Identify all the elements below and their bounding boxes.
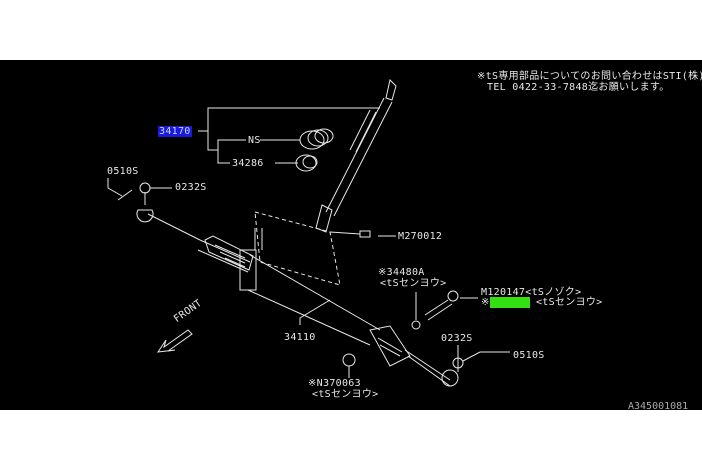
bolt-m270012 (329, 230, 396, 238)
part-34170[interactable]: 34170 (158, 126, 192, 137)
left-cotter-leader (107, 178, 123, 197)
left-tie-rod-end (136, 192, 201, 241)
part-34286[interactable]: 34286 (232, 158, 264, 169)
part-34182[interactable]: 34182D (489, 297, 530, 308)
part-m270012[interactable]: M270012 (398, 231, 443, 242)
part-0232s-left[interactable]: 0232S (175, 182, 207, 193)
diagram-id: A345001081 (628, 401, 689, 412)
part-0510s-right[interactable]: 0510S (513, 350, 545, 361)
right-tie-rod-end (441, 355, 464, 387)
part-34182-prefix: ※ (481, 297, 490, 308)
boot-part (295, 128, 334, 172)
left-nut (117, 182, 172, 201)
part-0232s-right[interactable]: 0232S (441, 333, 473, 344)
nut-n370063 (342, 353, 356, 378)
part-34480a-note: <tSセンヨウ> (380, 278, 447, 289)
leader-34110 (299, 299, 331, 325)
parts-diagram (0, 60, 702, 410)
part-ns: NS (248, 135, 261, 146)
part-n370063[interactable]: ※N370063 (308, 378, 361, 389)
part-n370063-note: <tSセンヨウ> (312, 389, 379, 400)
note-line-2: TEL 0422-33-7848迄お願いします。 (487, 82, 670, 93)
leader-lines-top (198, 107, 380, 164)
rack-housing (197, 228, 451, 387)
part-34182-row: ※34182D <tSセンヨウ> (481, 297, 602, 308)
bolt-m120147 (424, 290, 478, 321)
part-34182-note: <tSセンヨウ> (535, 297, 603, 308)
right-leaders (457, 345, 510, 362)
washer-34480a (411, 292, 421, 330)
part-34110[interactable]: 34110 (284, 332, 316, 343)
intermediate-shaft (315, 79, 397, 233)
note-line-1: ※tS専用部品についてのお問い合わせはSTI(株) (477, 71, 702, 82)
part-m120147[interactable]: M120147<tSノゾク> (481, 287, 582, 298)
part-0510s-left[interactable]: 0510S (107, 166, 139, 177)
dashed-guide (254, 211, 341, 286)
part-34480a[interactable]: ※34480A (378, 267, 425, 278)
front-arrow-icon (156, 329, 193, 353)
steering-rack-drawing (107, 79, 510, 387)
